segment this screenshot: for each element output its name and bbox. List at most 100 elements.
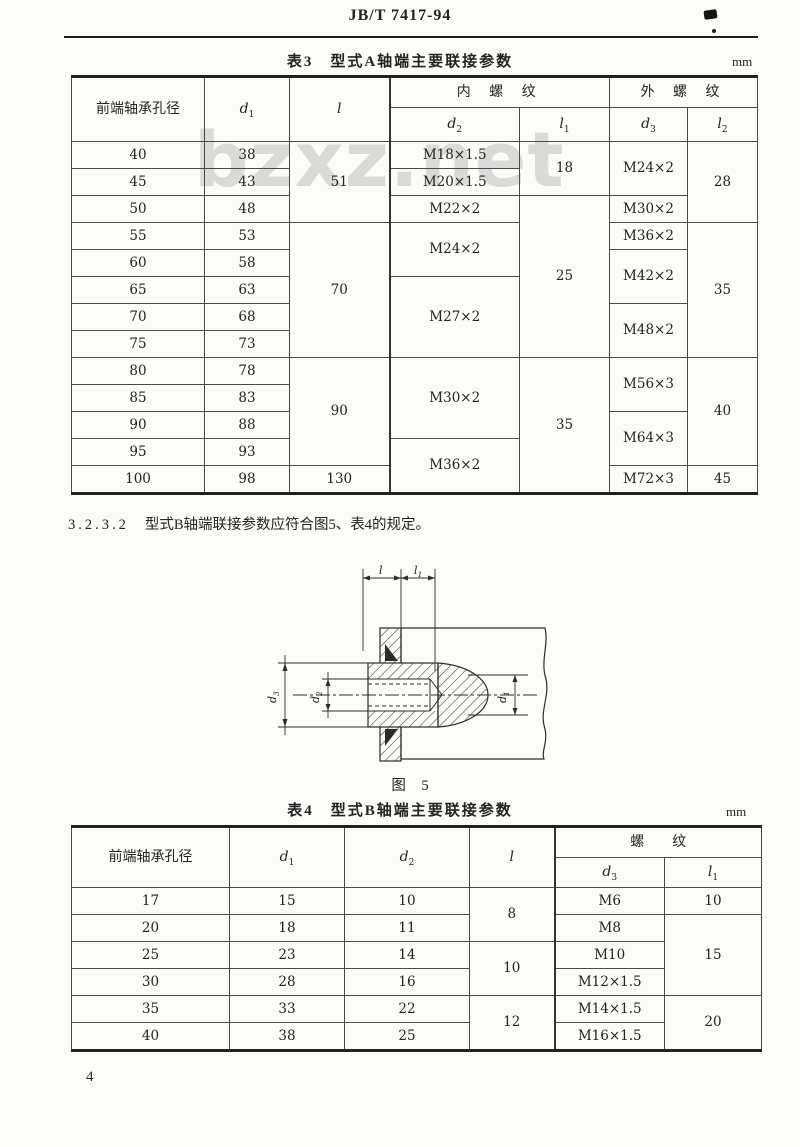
cell-l: 130 — [289, 465, 390, 494]
section-number: 3.2.3.2 — [68, 517, 129, 533]
figure-caption: 图 5 — [391, 778, 435, 794]
cell-bore: 60 — [71, 249, 205, 277]
cell-d1: 38 — [229, 1022, 345, 1051]
dim-label-d2: d2 — [309, 691, 324, 703]
group-header-internal-thread: 内 螺 纹 — [388, 76, 610, 108]
cell-bore: 35 — [71, 995, 230, 1023]
cell-bore: 85 — [71, 384, 205, 412]
cell-bore: 20 — [71, 914, 230, 942]
cell-d1: 58 — [204, 249, 290, 277]
cell-l2: 35 — [687, 222, 758, 358]
page-number: 4 — [86, 1069, 94, 1085]
col-header-d3: d3 — [553, 857, 665, 888]
col-header-l1: l1 — [519, 107, 610, 142]
cell-l2: 28 — [687, 141, 758, 223]
document-number: JB/T 7417-94 — [348, 7, 452, 24]
table3-title: 表3 型式A轴端主要联接参数 — [286, 54, 514, 70]
cell-d2: M20×1.5 — [388, 168, 520, 196]
figure-drawing: l l1 d3 d2 d1 — [266, 564, 548, 762]
cell-d2: M18×1.5 — [388, 141, 520, 169]
table-row: 70 68 M48×2 — [71, 303, 758, 358]
col-header-d1: d1 — [229, 826, 345, 888]
cell-d3: M24×2 — [609, 141, 688, 196]
cell-d2: M27×2 — [388, 276, 520, 358]
dim-label-l1: l1 — [414, 564, 422, 579]
dim-label-d3: d3 — [266, 691, 281, 703]
cell-bore: 17 — [71, 887, 230, 915]
col-header-d2: d2 — [388, 107, 520, 142]
table4-header-row2: d3 l1 — [72, 857, 762, 888]
cell-d2: 14 — [344, 941, 470, 969]
cell-d2: M24×2 — [388, 222, 520, 277]
cell-l1: 18 — [519, 141, 610, 196]
cell-d2: 10 — [344, 887, 470, 915]
table-row: 45 43 M20×1.5 — [71, 168, 758, 196]
cell-l: 8 — [469, 887, 555, 942]
table-row: 65 63 M27×2 — [71, 276, 758, 358]
cell-bore: 100 — [71, 465, 205, 494]
table3-header-row1: 前端轴承孔径 d1 l 内 螺 纹 外 螺 纹 — [71, 76, 758, 142]
cell-l: 70 — [289, 222, 390, 358]
cell-d3: M16×1.5 — [553, 1022, 665, 1051]
cell-d1: 23 — [229, 941, 345, 969]
cell-bore: 30 — [71, 968, 230, 996]
table-row: 85 83 — [71, 384, 758, 412]
col-header-bore: 前端轴承孔径 — [71, 826, 230, 888]
cell-d3: M8 — [553, 914, 665, 942]
table-row: 20 18 11 M8 15 — [71, 914, 762, 996]
cell-bore: 45 — [71, 168, 205, 196]
table-row: 17 15 10 8 M6 10 — [71, 887, 762, 942]
table-row: 30 28 16 M12×1.5 — [71, 968, 762, 996]
cell-d1: 38 — [204, 141, 290, 169]
cell-d1: 33 — [229, 995, 345, 1023]
cell-d1: 98 — [204, 465, 290, 494]
cell-l: 12 — [469, 995, 555, 1051]
cell-d1: 43 — [204, 168, 290, 196]
table4: 前端轴承孔径 d1 d2 l 螺 纹 d3 l1 17 15 10 8 M6 1… — [71, 825, 762, 1052]
cell-d3: M64×3 — [609, 411, 688, 466]
cell-d1: 73 — [204, 330, 290, 358]
cell-d1: 18 — [229, 914, 345, 942]
cell-d1: 88 — [204, 411, 290, 439]
col-header-l: l — [469, 826, 555, 888]
cell-d2: 16 — [344, 968, 470, 996]
table-row: 40 38 25 M16×1.5 — [71, 1022, 762, 1051]
cell-l1: 10 — [664, 887, 762, 915]
figure-5: l l1 d3 d2 d1 图 5 — [238, 551, 588, 795]
table-row: 40 38 51 M18×1.5 18 M24×2 28 — [71, 141, 758, 223]
housing-outline — [401, 627, 548, 760]
group-header-thread: 螺 纹 — [553, 826, 762, 858]
table-row: 80 78 90 M30×2 35 M56×3 40 — [71, 357, 758, 494]
cell-d3: M12×1.5 — [553, 968, 665, 996]
cell-d1: 48 — [204, 195, 290, 223]
cell-d1: 93 — [204, 438, 290, 466]
col-header-d2: d2 — [344, 826, 470, 888]
cell-d1: 15 — [229, 887, 345, 915]
cell-d3: M6 — [553, 887, 665, 915]
cell-d3: M72×3 — [609, 465, 688, 494]
cell-bore: 70 — [71, 303, 205, 331]
cell-d1: 63 — [204, 276, 290, 304]
table-row: 50 48 M22×2 25 M30×2 — [71, 195, 758, 358]
table3: 前端轴承孔径 d1 l 内 螺 纹 外 螺 纹 d2 l1 d3 l2 40 3… — [71, 75, 758, 495]
table-row: 60 58 M42×2 — [71, 249, 758, 304]
cell-d1: 78 — [204, 357, 290, 385]
cell-l2: 45 — [687, 465, 758, 494]
col-header-l1: l1 — [664, 857, 762, 888]
table3-unit: mm — [732, 54, 753, 69]
cell-d2: 22 — [344, 995, 470, 1023]
cell-d1: 28 — [229, 968, 345, 996]
cell-l1: 35 — [519, 357, 610, 494]
cell-bore: 40 — [71, 141, 205, 169]
table-row: 35 33 22 12 M14×1.5 20 — [71, 995, 762, 1051]
header-rule — [64, 36, 758, 38]
cell-d3: M36×2 — [609, 222, 688, 250]
table4-unit: mm — [726, 804, 747, 819]
cell-d1: 68 — [204, 303, 290, 331]
cell-d1: 53 — [204, 222, 290, 250]
table-row: 75 73 — [71, 330, 758, 358]
col-header-d1: d1 — [204, 76, 290, 142]
cell-d3: M56×3 — [609, 357, 688, 412]
cell-bore: 65 — [71, 276, 205, 304]
